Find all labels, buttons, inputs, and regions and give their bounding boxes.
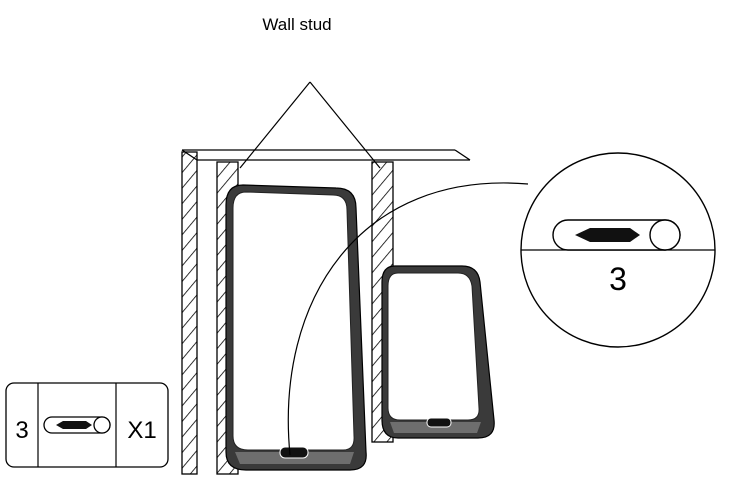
zoom-detail-circle: 3: [520, 152, 716, 348]
left-wall-section: [181, 151, 198, 475]
zoom-part-number: 3: [609, 261, 627, 297]
wall-stud-label: Wall stud: [262, 15, 331, 34]
large-wall-bracket: [225, 184, 367, 471]
legend-screw-icon: [43, 416, 111, 434]
small-wall-bracket: [381, 265, 495, 439]
parts-legend: 3 X1: [5, 382, 169, 468]
wall-stud-leader-lines: [239, 81, 381, 169]
legend-quantity: X1: [127, 417, 156, 444]
screw-icon: [552, 219, 681, 251]
wall-top-edge: [181, 149, 471, 161]
zoom-connector-arc: [287, 182, 529, 456]
small-bracket-slot: [426, 417, 452, 428]
legend-part-number: 3: [15, 417, 28, 444]
large-bracket-slot: [279, 446, 309, 459]
